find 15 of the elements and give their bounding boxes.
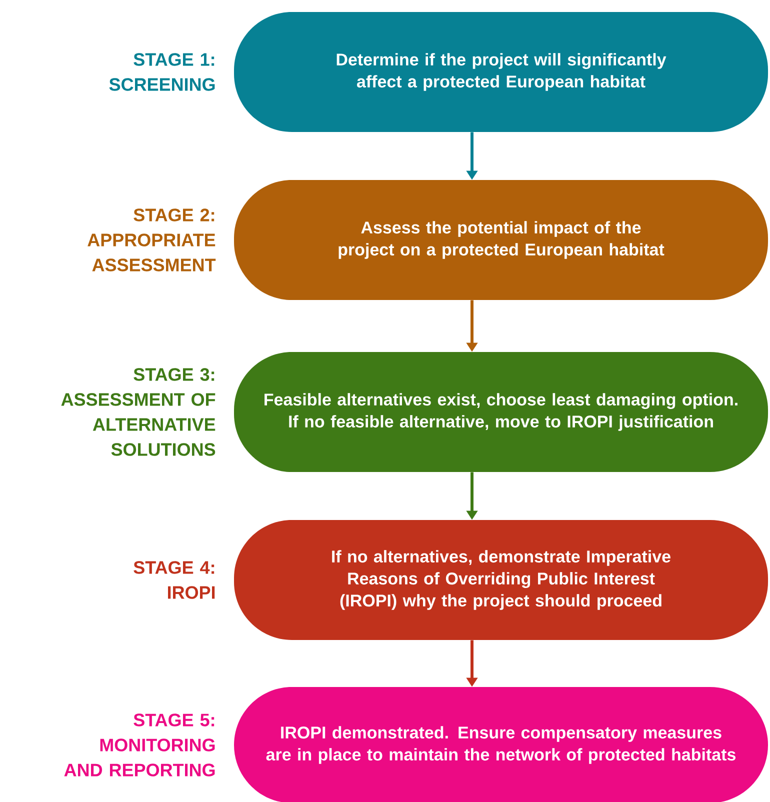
stage-number: STAGE 5: — [134, 714, 214, 726]
process-pill: If no alternatives, demonstrate Imperative Reasons of Overriding Public Interest (IROPI) why the project should proceed — [234, 520, 768, 640]
stage-name: IROPI — [168, 586, 215, 599]
process-pill: Feasible alternatives exist, choose least damaging option. If no feasible alternative, move to IROPI justification — [234, 352, 768, 472]
stage-number: STAGE 1: — [134, 53, 214, 66]
process-pill: Assess the potential impact of the project on a protected European habitat — [234, 180, 768, 300]
stage-name: APPROPRIATE ASSESSMENT — [88, 234, 216, 272]
stage-name: MONITORING AND REPORTING — [64, 738, 215, 776]
process-pill: IROPI demonstrated. Ensure compensatory measures are in place to maintain the network of protected habitats — [234, 687, 768, 802]
stage-number: STAGE 4: — [134, 561, 214, 574]
process-pill: Determine if the project will significantly affect a protected European habitat — [234, 12, 768, 132]
stage-name: SCREENING — [109, 78, 215, 91]
stage-name: ASSESSMENT OF ALTERNATIVE SOLUTIONS — [61, 393, 216, 456]
stage-number: STAGE 2: — [134, 208, 214, 222]
stage-number: STAGE 3: — [134, 368, 214, 381]
